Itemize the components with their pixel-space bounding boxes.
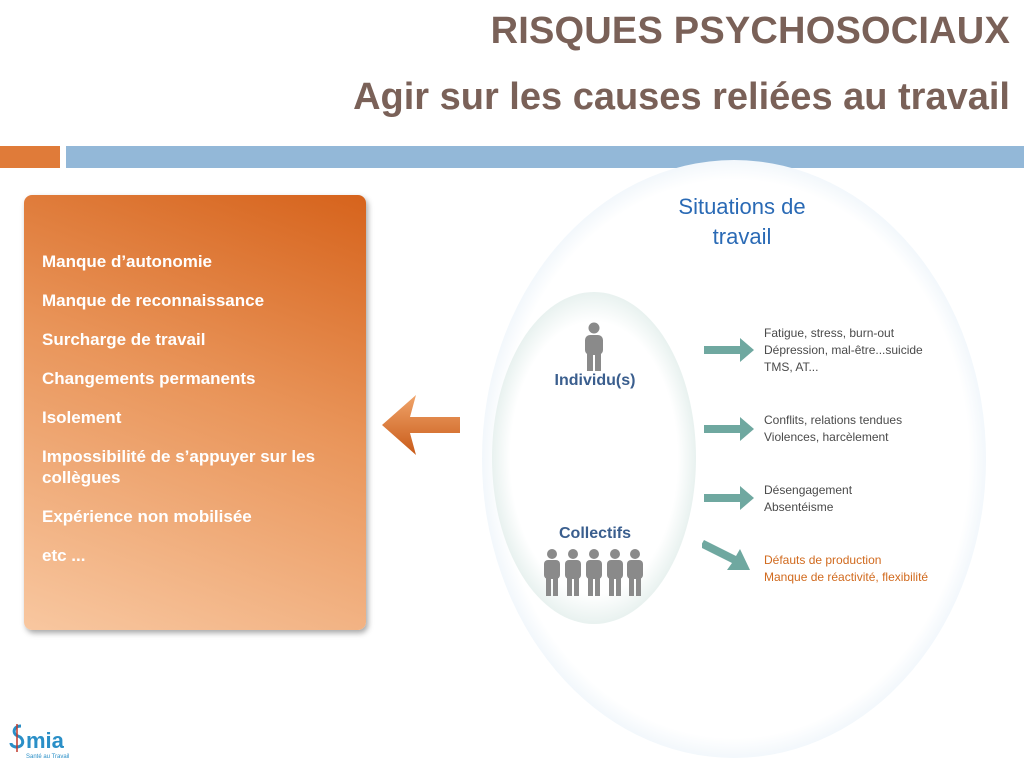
cause-item: Changements permanents: [42, 369, 256, 388]
left-arrow-icon: [382, 395, 460, 455]
effect-line: Fatigue, stress, burn-out: [764, 326, 895, 340]
causes-list: Manque d’autonomie Manque de reconnaissa…: [42, 251, 387, 584]
cause-item: etc ...: [42, 546, 86, 565]
effect-line: Dépression, mal-être...suicide: [764, 343, 923, 357]
effect-text: Défauts de production Manque de réactivi…: [764, 552, 928, 586]
causes-box: Manque d’autonomie Manque de reconnaissa…: [24, 195, 366, 630]
cause-item: Surcharge de travail: [42, 330, 206, 349]
individual-label: Individu(s): [554, 372, 636, 389]
smia-logo: mia Santé au Travail: [9, 724, 69, 760]
collective-label: Collectifs: [558, 525, 631, 542]
cause-item: Manque d’autonomie: [42, 252, 212, 271]
cause-item: Impossibilité de s’appuyer sur les collè…: [42, 447, 316, 487]
svg-text:Santé au Travail: Santé au Travail: [26, 754, 69, 760]
situations-label: Situations de travail: [678, 194, 806, 249]
cause-item: Expérience non mobilisée: [42, 507, 252, 526]
header-bar-blue: [66, 146, 1024, 168]
cause-item: Isolement: [42, 408, 122, 427]
effect-line: Défauts de production: [764, 553, 882, 567]
effect-arrow-icon: [704, 338, 754, 362]
cause-item: Manque de reconnaissance: [42, 291, 265, 310]
person-icon: [585, 322, 603, 371]
effect-text: Fatigue, stress, burn-out Dépression, ma…: [764, 325, 923, 376]
effect-line: Manque de réactivité, flexibilité: [764, 570, 929, 584]
effect-text: Conflits, relations tendues Violences, h…: [764, 412, 902, 446]
effect-text: Désengagement Absentéisme: [764, 482, 852, 516]
effect-line: TMS, AT...: [764, 360, 819, 374]
group-of-people-icon: [544, 549, 643, 596]
effect-line: Conflits, relations tendues: [764, 413, 903, 427]
slide-subtitle: Agir sur les causes reliées au travail: [353, 76, 1010, 118]
effect-line: Désengagement: [764, 483, 853, 497]
effect-line: Absentéisme: [764, 500, 834, 514]
effect-arrow-icon: [702, 540, 750, 570]
effect-line: Violences, harcèlement: [764, 430, 889, 444]
header-bar-orange: [0, 146, 60, 168]
effect-arrow-icon: [704, 417, 754, 441]
svg-text:mia: mia: [26, 728, 65, 753]
effect-arrow-icon: [704, 486, 754, 510]
slide-title: RISQUES PSYCHOSOCIAUX: [490, 10, 1010, 52]
